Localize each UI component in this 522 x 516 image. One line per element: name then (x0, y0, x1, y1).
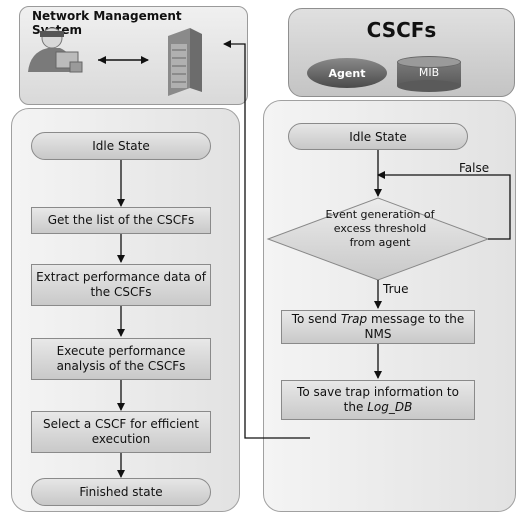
get-cscf-list-step: Get the list of the CSCFs (31, 207, 211, 234)
true-label: True (383, 282, 409, 296)
mib-label: MIB (418, 66, 440, 79)
false-label: False (459, 161, 490, 175)
right-idle-state: Idle State (288, 123, 468, 150)
cscf-flow-panel (263, 100, 516, 512)
trap-feedback-line (223, 40, 310, 439)
false-loop (377, 171, 511, 240)
extract-performance-step: Extract performance data of the CSCFs (31, 264, 211, 306)
execute-analysis-step: Execute performance analysis of the CSCF… (31, 338, 211, 380)
agent-node: Agent (307, 58, 387, 88)
server-icon (168, 28, 202, 96)
finished-state: Finished state (31, 478, 211, 506)
decision-text: Event generation of excess threshold fro… (325, 208, 435, 249)
mib-cylinder-bottom (397, 80, 461, 92)
cscfs-title: CSCFs (366, 18, 437, 42)
mib-cylinder-top (397, 56, 461, 68)
admin-user-icon (28, 27, 83, 73)
save-trap-step: To save trap information to the Log_DB (281, 380, 475, 420)
send-trap-step: To send Trap message to the NMS (281, 310, 475, 344)
select-cscf-step: Select a CSCF for efficient execution (31, 411, 211, 453)
left-idle-state: Idle State (31, 132, 211, 160)
link-arrow-head-left (98, 56, 106, 64)
